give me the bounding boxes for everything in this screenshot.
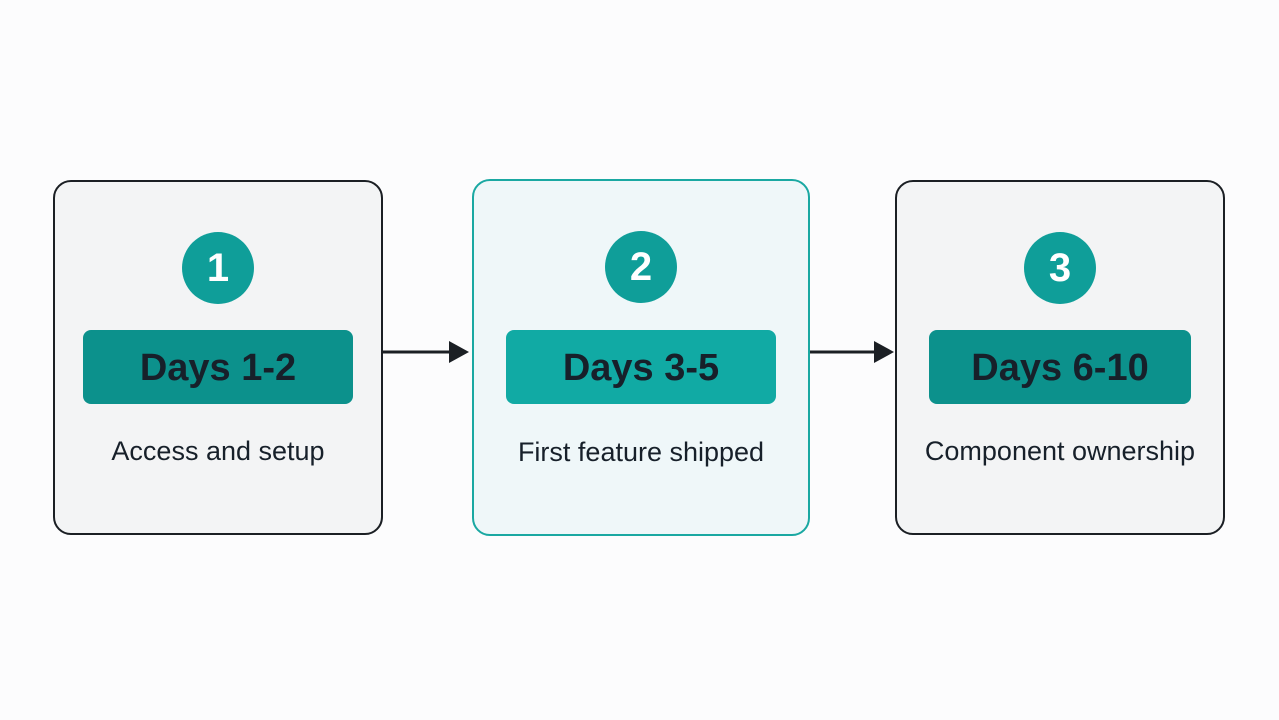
arrow-right-icon <box>810 341 894 363</box>
step-card-1: 1 Days 1-2 Access and setup <box>53 180 383 535</box>
day-range-pill: Days 6-10 <box>929 330 1191 404</box>
step-card-2: 2 Days 3-5 First feature shipped <box>472 179 810 536</box>
step-card-3: 3 Days 6-10 Component ownership <box>895 180 1225 535</box>
step-caption: Component ownership <box>924 436 1196 466</box>
day-range-pill: Days 3-5 <box>506 330 776 404</box>
step-number-badge: 1 <box>182 232 254 304</box>
step-caption: First feature shipped <box>517 437 765 467</box>
step-number-badge: 2 <box>605 231 677 303</box>
arrow-right-icon <box>383 341 469 363</box>
day-range-pill: Days 1-2 <box>83 330 353 404</box>
step-number-badge: 3 <box>1024 232 1096 304</box>
step-caption: Access and setup <box>111 436 325 466</box>
